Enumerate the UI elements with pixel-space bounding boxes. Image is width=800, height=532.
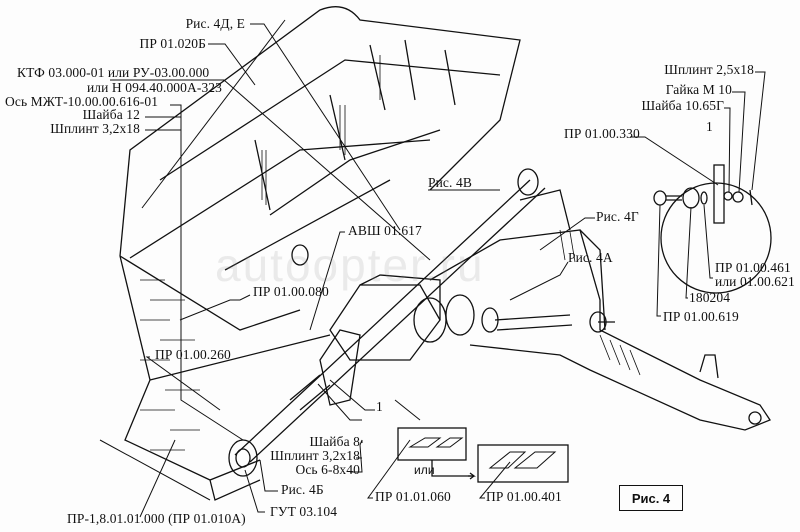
label-os-mzht: Ось МЖТ-10.00.00.616-01 (5, 94, 159, 109)
label-shaiba-12: Шайба 12 (82, 107, 140, 122)
label-ris-4v: Рис. 4В (428, 175, 472, 190)
label-pr-01-00-401: ПР 01.00.401 (486, 489, 562, 504)
hopper-hatching (140, 55, 381, 451)
label-pr-01-00-080: ПР 01.00.080 (253, 284, 329, 299)
label-ktf: КТФ 03.000-01 или РУ-03.00.000 (17, 65, 210, 80)
label-avsh: АВШ 01.617 (348, 223, 422, 238)
label-ili-n: или Н 094.40.000А-323 (86, 80, 222, 95)
label-gut: ГУТ 03.104 (270, 504, 338, 519)
label-pr-01-01-060: ПР 01.01.060 (375, 489, 451, 504)
label-ris-4a: Рис. 4А (568, 250, 613, 265)
label-pr-1-8: ПР-1,8.01.01.000 (ПР 01.010А) (67, 511, 246, 526)
gearbox (319, 274, 573, 406)
disk-boxes (397, 427, 569, 483)
label-pr-01-00-260: ПР 01.00.260 (155, 347, 231, 362)
drawbar-frame (429, 189, 771, 431)
label-shplint-top: Шплинт 3,2х18 (50, 121, 140, 136)
label-pr-01-020b: ПР 01.020Б (139, 36, 206, 51)
watermark: autoopter.ru (215, 239, 485, 291)
label-ris-4d-e: Рис. 4Д, Е (185, 16, 245, 31)
label-pr-01-00-619: ПР 01.00.619 (663, 309, 739, 324)
figure-number: Рис. 4 (631, 490, 671, 506)
label-shplint-2-5: Шплинт 2,5х18 (664, 62, 754, 77)
label-gaika-m10: Гайка М 10 (665, 82, 732, 97)
label-ili: или (414, 463, 435, 477)
label-shplint-bottom: Шплинт 3,2х18 (270, 448, 360, 463)
label-pr-01-00-330: ПР 01.00.330 (564, 126, 640, 141)
label-callout-1: 1 (376, 399, 383, 414)
leader-lines (110, 19, 766, 518)
label-shaiba-10-65g: Шайба 10.65Г (641, 98, 724, 113)
label-shaiba-8: Шайба 8 (309, 434, 360, 449)
label-ris-4g: Рис. 4Г (596, 209, 639, 224)
label-os-6-8x40: Ось 6-8х40 (295, 462, 360, 477)
label-pr-01-00-461: ПР 01.00.461 (715, 260, 791, 275)
label-180204: 180204 (689, 290, 731, 305)
label-detail-1-title: 1 (706, 119, 713, 134)
hopper-body (99, 6, 521, 501)
label-ili-01-00-621: или 01.00.621 (715, 274, 795, 289)
label-ris-4b: Рис. 4Б (281, 482, 324, 497)
figure-number-box: Рис. 4 (619, 485, 683, 511)
